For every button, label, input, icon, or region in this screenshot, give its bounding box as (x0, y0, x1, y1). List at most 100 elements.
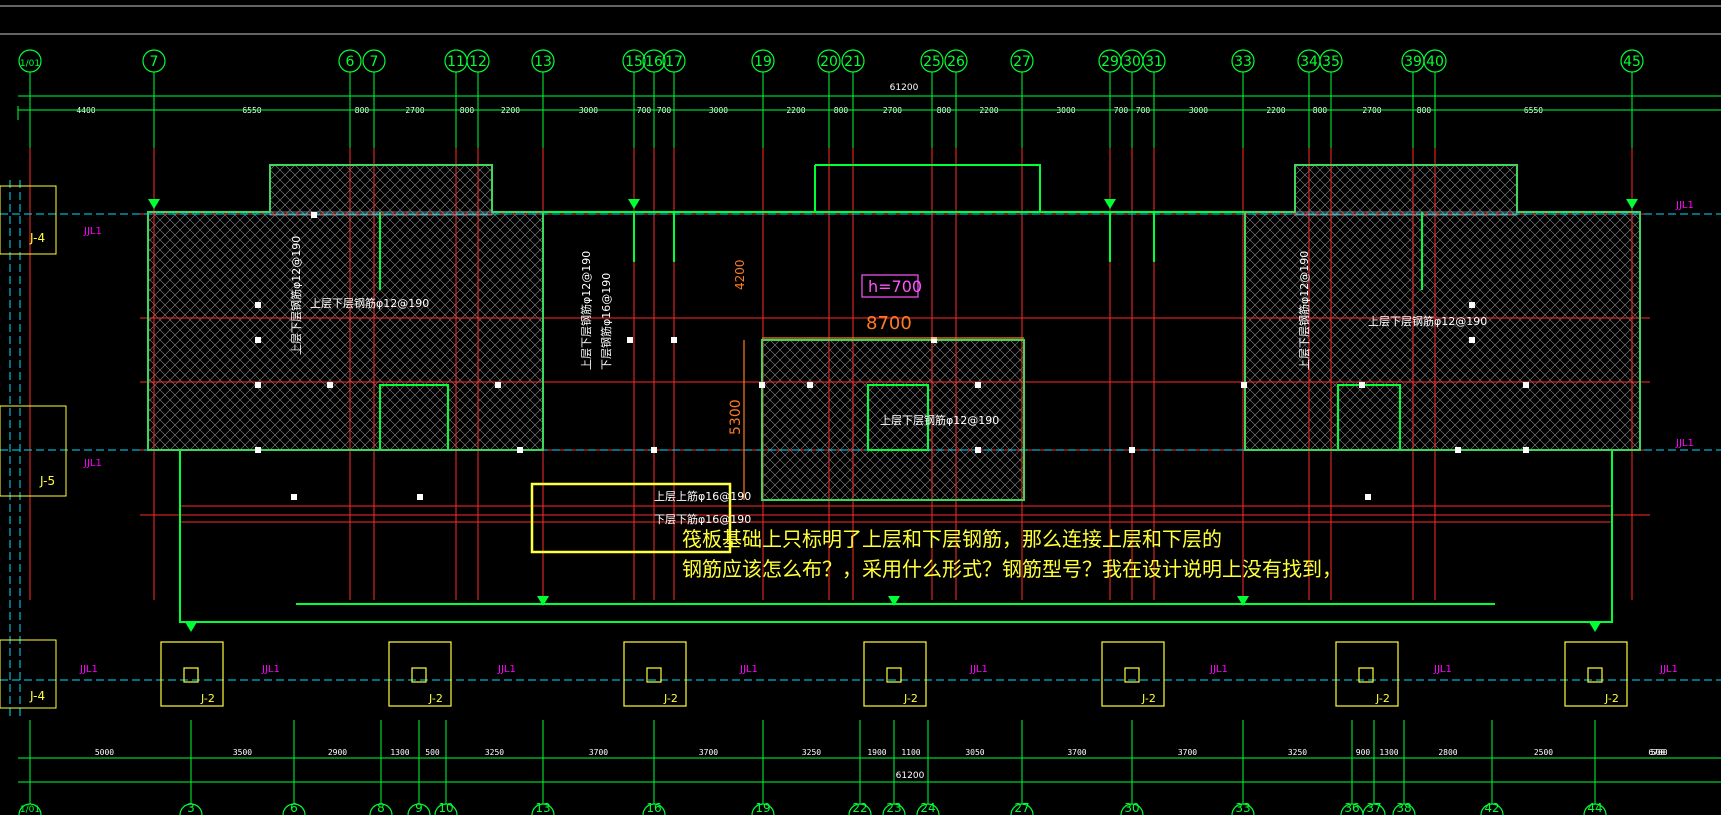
bottom-axis-bubble: 38 (1392, 720, 1416, 815)
svg-text:13: 13 (534, 54, 552, 70)
svg-text:16: 16 (645, 54, 663, 70)
note-line-1: 筏板基础上只标明了上层和下层钢筋，那么连接上层和下层的 (682, 527, 1222, 551)
svg-text:1/01: 1/01 (20, 805, 40, 815)
svg-text:29: 29 (1101, 54, 1119, 70)
foundation-walls (147, 164, 1641, 632)
svg-text:6: 6 (290, 801, 298, 815)
svg-text:11: 11 (447, 54, 465, 70)
top-overall-dim: 61200 (890, 83, 919, 93)
bottom-dim-text: 500 (425, 748, 440, 757)
pile-cap: J-2 (1101, 641, 1165, 707)
beam-label: JJL1 (79, 664, 98, 675)
dim-8700-text: 8700 (866, 313, 912, 334)
top-axis-bubble: 13 (531, 49, 555, 148)
svg-text:15: 15 (625, 54, 643, 70)
svg-text:34: 34 (1300, 54, 1318, 70)
svg-text:23: 23 (886, 801, 901, 815)
svg-text:26: 26 (947, 54, 965, 70)
top-axis-bubble: 34 (1297, 49, 1321, 148)
bottom-dim-text: 3250 (1288, 748, 1307, 757)
dim-4200-text: 4200 (733, 259, 747, 290)
hatch-right (1245, 212, 1640, 450)
svg-text:1/01: 1/01 (20, 59, 40, 69)
bottom-dim-text: 2900 (328, 748, 347, 757)
svg-text:J-2: J-2 (903, 692, 918, 705)
box-label-top: 上层上筋φ16@190 (654, 489, 751, 503)
beam-label: JJL1 (969, 664, 988, 675)
bottom-dim-text: 3250 (802, 748, 821, 757)
svg-text:33: 33 (1235, 801, 1250, 815)
svg-text:7: 7 (150, 54, 159, 70)
beam-label: JJL1 (739, 664, 758, 675)
bottom-axis-bubble: 44 (1583, 720, 1607, 815)
highlight-box: 上层上筋φ16@190 下层下筋φ16@190 (530, 482, 751, 554)
top-axis-bubble: 33 (1231, 49, 1255, 148)
svg-text:45: 45 (1623, 54, 1641, 70)
svg-text:J-2: J-2 (1604, 692, 1619, 705)
svg-text:39: 39 (1404, 54, 1422, 70)
bottom-axis-bubble: 30 (1120, 720, 1144, 815)
bottom-dim-text: 3500 (233, 748, 252, 757)
beam-label: JJL1 (497, 664, 516, 675)
top-axis-bubble: 21 (841, 49, 865, 148)
dim-5300-text: 5300 (728, 399, 744, 435)
rebar-label-2: 上层下层钢筋φ12@190 (289, 236, 303, 355)
note-line-2: 钢筋应该怎么布？，采用什么形式？钢筋型号？我在设计说明上没有找到， (682, 557, 1342, 581)
hatch-center (762, 340, 1024, 500)
top-axis-bubble: 35 (1319, 49, 1343, 148)
bottom-dim-text: 1300 (1379, 748, 1398, 757)
bottom-dim-text: 900 (1356, 748, 1371, 757)
svg-text:35: 35 (1322, 54, 1340, 70)
bottom-dim-text: 500 (1651, 748, 1666, 757)
bottom-axis-bubble: 23 (882, 720, 906, 815)
top-axis-bubble: 12 (466, 49, 490, 148)
beam-label: JJL1 (261, 664, 280, 675)
svg-text:10: 10 (438, 801, 453, 815)
bottom-dim-text: 3700 (1178, 748, 1197, 757)
svg-text:J-2: J-2 (1141, 692, 1156, 705)
svg-text:24: 24 (920, 801, 935, 815)
svg-text:3: 3 (187, 801, 195, 815)
left-pile-2: J-5 (39, 474, 55, 488)
top-axis-bubble: 45 (1620, 49, 1644, 148)
top-axis-bubble: 1/01 (18, 49, 42, 148)
svg-text:30: 30 (1124, 801, 1139, 815)
beam-label: JJL1 (1659, 664, 1678, 675)
bottom-dim-text: 1900 (867, 748, 886, 757)
svg-text:20: 20 (820, 54, 838, 70)
svg-text:19: 19 (755, 801, 770, 815)
center-annotations: h=700 8700 5300 4200 (728, 259, 1024, 500)
top-axis-bubble: 7 (362, 49, 386, 148)
rebar-label-4: 上层下层钢筋φ12@190 (880, 413, 999, 427)
h-label: h=700 (868, 277, 922, 296)
bottom-axis-bubble: 19 (751, 720, 775, 815)
bottom-dim-text: 2500 (1534, 748, 1553, 757)
hatch-left (148, 212, 543, 450)
bottom-axis-bubble: 1/01 (18, 720, 42, 815)
svg-text:33: 33 (1234, 54, 1252, 70)
top-axis-bubble: 26 (944, 49, 968, 148)
beam-label: JJL1 (1209, 664, 1228, 675)
h-label-box (861, 274, 919, 298)
svg-text:7: 7 (370, 54, 379, 70)
left-pile-labels: J-4 J-5 J-4 (0, 185, 67, 709)
top-axis-bubble: 7 (142, 49, 166, 148)
top-axis-bubble: 40 (1423, 49, 1447, 148)
bottom-axis-bubble: 10 (434, 720, 458, 815)
top-axis-bubble: 31 (1142, 49, 1166, 148)
bottom-axis-bubble: 42 (1480, 720, 1504, 815)
beam-label: JJL1 (1675, 200, 1694, 211)
pile-cap: J-2 (160, 641, 224, 707)
pile-cap: J-2 (388, 641, 452, 707)
beam-label: JJL1 (83, 458, 102, 469)
top-axis-bubble: 19 (751, 49, 775, 148)
pile-cap: J-2 (623, 641, 687, 707)
top-axis-bubble: 15 (622, 49, 646, 148)
